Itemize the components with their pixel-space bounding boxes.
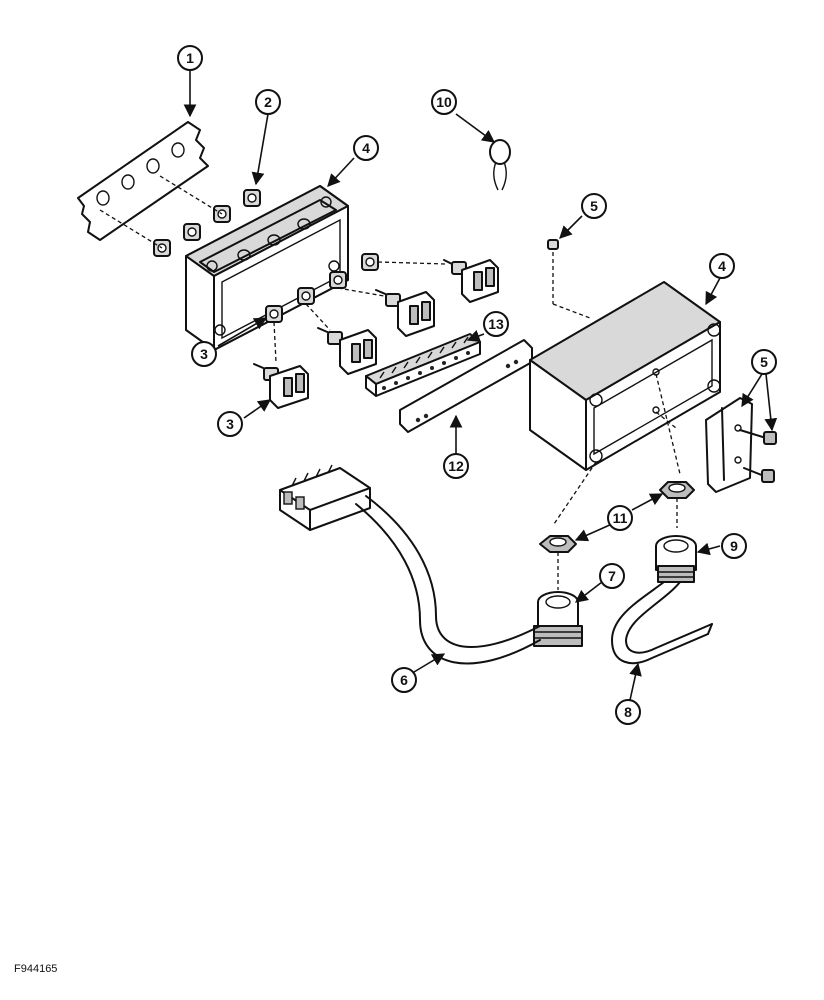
cover-nut bbox=[547, 239, 591, 319]
svg-text:3: 3 bbox=[226, 416, 234, 432]
switch-nuts bbox=[99, 175, 261, 257]
label-plate bbox=[77, 121, 209, 241]
callout-4-housing: 4 bbox=[709, 253, 735, 279]
callout-10: 10 bbox=[431, 89, 457, 115]
callout-8: 8 bbox=[615, 699, 641, 725]
callout-3-upper: 3 bbox=[191, 341, 217, 367]
cable-gland-left bbox=[533, 591, 583, 647]
figure-id: F944165 bbox=[14, 963, 58, 975]
callout-7: 7 bbox=[599, 563, 625, 589]
svg-text:5: 5 bbox=[590, 198, 598, 214]
callout-13: 13 bbox=[483, 311, 509, 337]
svg-text:4: 4 bbox=[718, 258, 726, 274]
svg-text:10: 10 bbox=[436, 94, 452, 110]
svg-text:8: 8 bbox=[624, 704, 632, 720]
cable-right bbox=[611, 581, 713, 665]
svg-text:5: 5 bbox=[760, 354, 768, 370]
svg-text:9: 9 bbox=[730, 538, 738, 554]
callout-6: 6 bbox=[391, 667, 417, 693]
svg-text:3: 3 bbox=[200, 346, 208, 362]
wiring-harness bbox=[279, 464, 541, 665]
svg-text:1: 1 bbox=[186, 50, 194, 66]
lower-nuts bbox=[265, 253, 447, 363]
jam-nuts bbox=[539, 481, 695, 590]
svg-text:11: 11 bbox=[613, 510, 628, 526]
callout-2: 2 bbox=[255, 89, 281, 115]
svg-text:12: 12 bbox=[448, 458, 464, 474]
switch-panel-box bbox=[185, 185, 349, 351]
callout-9: 9 bbox=[721, 533, 747, 559]
svg-text:7: 7 bbox=[608, 568, 616, 584]
svg-text:6: 6 bbox=[400, 672, 408, 688]
indicator-lamp bbox=[489, 139, 511, 191]
svg-text:13: 13 bbox=[488, 316, 504, 332]
rear-housing bbox=[529, 281, 721, 525]
callout-12: 12 bbox=[443, 453, 469, 479]
mounting-bracket bbox=[705, 397, 777, 493]
toggle-switches bbox=[253, 259, 499, 409]
callout-1: 1 bbox=[177, 45, 203, 71]
callout-4-panel: 4 bbox=[353, 135, 379, 161]
leader-lines bbox=[183, 70, 778, 701]
cable-gland-right bbox=[655, 535, 697, 583]
callout-5-bracket: 5 bbox=[751, 349, 777, 375]
svg-text:4: 4 bbox=[362, 140, 370, 156]
callout-5-top: 5 bbox=[581, 193, 607, 219]
callout-3-lower: 3 bbox=[217, 411, 243, 437]
svg-text:2: 2 bbox=[264, 94, 272, 110]
callout-11: 11 bbox=[607, 505, 633, 531]
